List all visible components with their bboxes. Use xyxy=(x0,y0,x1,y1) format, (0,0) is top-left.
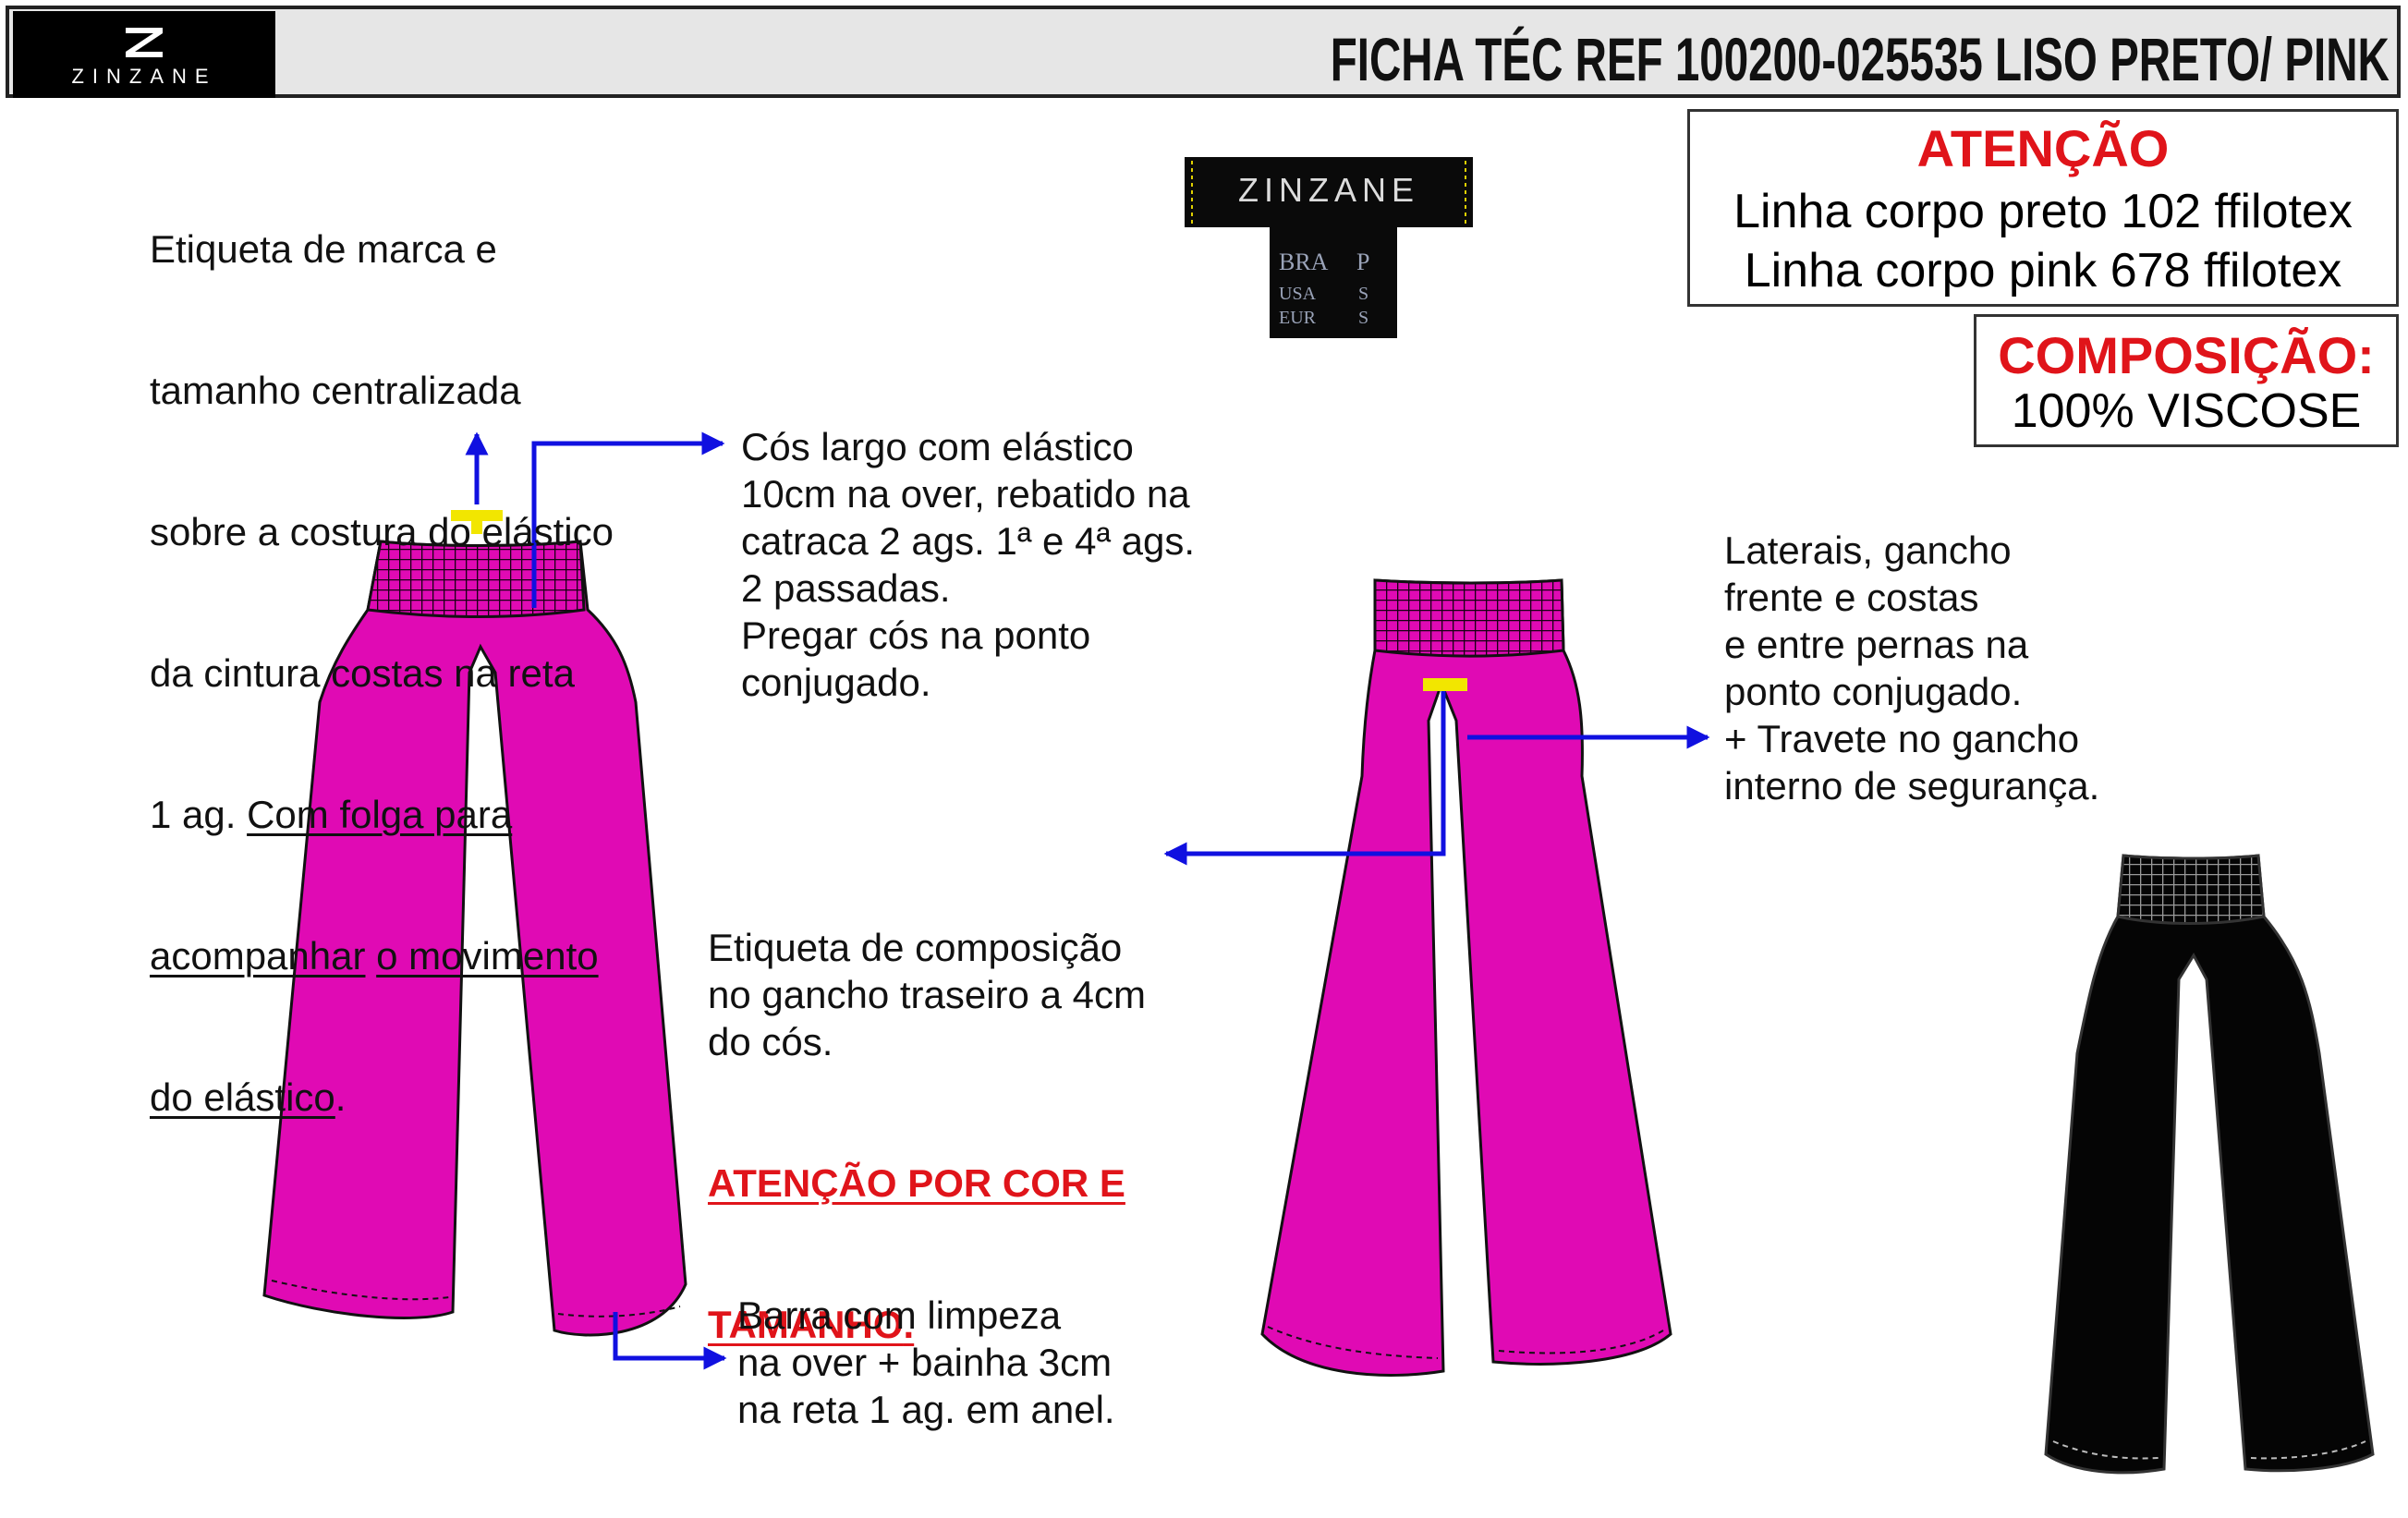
size-value: P xyxy=(1356,249,1369,275)
note-underlined: Com folga para xyxy=(247,793,513,836)
attention-line: Linha corpo pink 678 ffilotex xyxy=(1744,244,2342,298)
size-value: S xyxy=(1358,284,1368,304)
composition-heading: COMPOSIÇÃO: xyxy=(1998,326,2375,384)
note-line: tamanho centralizada xyxy=(150,369,521,412)
note-line: 1 ag. Com folga para xyxy=(150,791,614,838)
note-underlined: acompanhar xyxy=(150,934,366,978)
note-text: 1 ag. xyxy=(150,793,248,836)
note-text: . xyxy=(334,1075,347,1119)
header-bar xyxy=(6,6,2401,98)
brand-label-illustration: ZINZANE BRA P USA S EUR S xyxy=(1185,157,1473,338)
warning-end: . xyxy=(903,1303,915,1346)
size-region: USA xyxy=(1279,284,1317,304)
back-view-pants xyxy=(1260,578,1672,1377)
note-underlined: o movimento xyxy=(376,934,599,978)
black-colorway-pants xyxy=(2044,854,2375,1475)
note-line: do elástico. xyxy=(150,1074,614,1121)
attention-heading: ATENÇÃO xyxy=(1916,119,2170,177)
size-region: BRA xyxy=(1279,249,1329,275)
brand-label-note: Etiqueta de marca e tamanho centralizada… xyxy=(150,131,614,1215)
composition-label-note: Etiqueta de composição no gancho traseir… xyxy=(708,830,1146,1442)
brand-logo: ZINZANE xyxy=(13,11,275,98)
note-text: Etiqueta de composição no gancho traseir… xyxy=(708,926,1146,1063)
size-value: S xyxy=(1358,308,1368,328)
logo-wordmark: ZINZANE xyxy=(71,65,217,88)
attention-line: Linha corpo preto 102 ffilotex xyxy=(1733,185,2353,238)
waistband-note: Cós largo com elástico 10cm na over, reb… xyxy=(741,425,1196,704)
note-line: sobre a costura do elástico xyxy=(150,510,614,553)
note-line: Etiqueta de marca e xyxy=(150,227,497,271)
hem-note: Barra com limpeza na over + bainha 3cm n… xyxy=(737,1293,1115,1431)
composition-value: 100% VISCOSE xyxy=(2011,384,2362,438)
composition-box: COMPOSIÇÃO: 100% VISCOSE xyxy=(1974,314,2399,447)
warning-line: TAMANHO xyxy=(708,1303,904,1346)
note-line: acompanhar o movimento xyxy=(150,932,614,979)
attention-box: ATENÇÃO Linha corpo preto 102 ffilotex L… xyxy=(1687,109,2399,307)
arrow-hem xyxy=(613,1312,727,1370)
brand-label-text: ZINZANE xyxy=(1238,171,1419,209)
note-underlined: do elástico xyxy=(150,1075,335,1119)
side-seams-note: Laterais, gancho frente e costas e entre… xyxy=(1724,528,2100,808)
arrow-waistband xyxy=(531,431,725,608)
page-title: FICHA TÉC REF 100200-025535 LISO PRETO/ … xyxy=(1330,25,2390,93)
note-line: da cintura costas na reta xyxy=(150,651,575,695)
warning-line: ATENÇÃO POR COR E xyxy=(708,1161,1125,1205)
size-region: EUR xyxy=(1279,308,1317,328)
z-logo-icon xyxy=(126,28,163,57)
arrow-composition-label xyxy=(1163,691,1446,866)
annotation-arrows xyxy=(465,431,1710,1370)
front-view-pants xyxy=(262,510,687,1337)
